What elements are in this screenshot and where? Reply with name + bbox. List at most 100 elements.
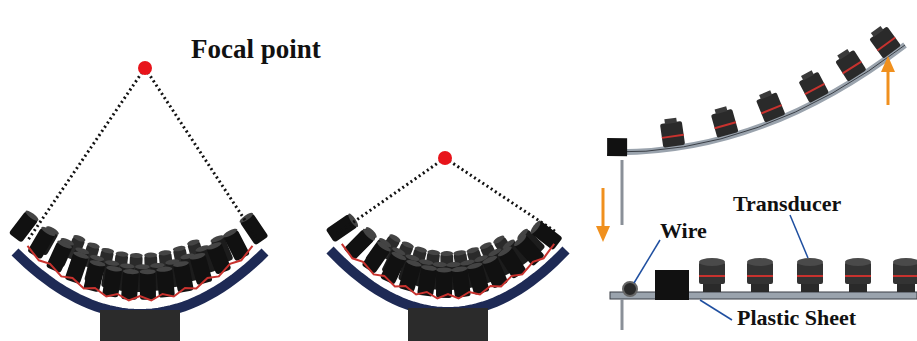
part-label: Wire: [660, 220, 707, 242]
transducer-unit: [659, 117, 685, 148]
red-stripe: [699, 275, 725, 277]
connector-block: [655, 270, 689, 300]
transducer-cap: [513, 233, 528, 247]
red-stripe: [662, 135, 684, 138]
transducer-cap: [105, 259, 120, 266]
transducer-body: [660, 121, 685, 148]
transducer-cap: [699, 258, 725, 266]
transducer-cap: [801, 70, 814, 80]
transducer-unit: [156, 266, 175, 298]
arrow-head: [596, 226, 610, 242]
part-label: Transducer: [733, 193, 841, 215]
mount-base: [100, 310, 180, 341]
red-stripe: [893, 275, 917, 277]
transducer-cap: [123, 269, 139, 275]
transducer-cap: [144, 252, 157, 257]
transducer-cap: [391, 250, 408, 261]
transducer-unit: [845, 258, 871, 292]
transducer-cap: [453, 249, 466, 256]
transducer-cap: [479, 241, 493, 251]
transducer-cap: [73, 250, 90, 260]
transducer-cap: [361, 227, 376, 242]
transducer-unit: [140, 269, 156, 300]
transducer-cap: [156, 266, 172, 273]
mount-base: [408, 308, 488, 341]
transducer-cap: [24, 209, 40, 223]
transducer-cap: [529, 219, 543, 235]
red-wire: [28, 246, 253, 301]
transducer-unit: [206, 241, 232, 275]
leader-line: [790, 215, 808, 258]
sheet-edge: [608, 45, 905, 152]
transducer-cap: [388, 233, 402, 244]
transducer-cap: [492, 234, 505, 245]
transducer-unit: [699, 258, 725, 292]
transducer-unit: [102, 265, 122, 298]
transducer-unit: [710, 105, 739, 138]
transducer-cap: [837, 49, 850, 60]
transducer-unit: [833, 46, 867, 81]
wire: [621, 160, 624, 225]
transducer-cap: [446, 262, 461, 268]
transducer-cap: [135, 264, 149, 269]
transducer-body: [711, 109, 739, 138]
focal-point-label: Focal point: [191, 36, 321, 63]
transducer-cap: [466, 261, 483, 270]
leader-line: [634, 240, 660, 283]
plastic-sheet-bent: [608, 45, 905, 152]
transducer-cap: [89, 259, 106, 268]
transducer-cap: [140, 269, 156, 274]
transducer-unit: [607, 138, 627, 156]
transducer-cap: [664, 118, 677, 125]
transducer-cap: [101, 247, 115, 254]
transducer-cap: [56, 239, 73, 250]
transducer-cap: [871, 26, 884, 37]
transducer-cap: [497, 245, 513, 258]
transducer-cap: [186, 238, 200, 246]
red-wire: [342, 244, 554, 299]
transducer-cap: [238, 211, 254, 224]
transducer-cap: [845, 258, 871, 266]
transducer-cap: [433, 262, 448, 268]
transducer-cap: [106, 265, 123, 272]
transducer-cap: [222, 227, 239, 239]
wire: [621, 299, 624, 330]
transducer-cap: [376, 240, 392, 253]
transducer-body: [835, 50, 866, 82]
transducer-unit: [797, 68, 830, 103]
transducer-body: [102, 268, 122, 298]
transducer-cap: [401, 240, 415, 250]
transducer-cap: [158, 250, 171, 256]
transducer-unit: [867, 23, 901, 59]
connector-block: [607, 138, 627, 156]
transducer-cap: [436, 267, 452, 272]
arrow-head: [881, 56, 895, 72]
focus-line: [335, 158, 445, 235]
transducer-cap: [173, 260, 190, 268]
transducer-unit: [222, 227, 250, 261]
transducer-cap: [87, 241, 101, 249]
transducer-cap: [466, 246, 480, 254]
red-stripe: [845, 275, 871, 277]
transducer-unit: [121, 269, 139, 301]
transducer-cap: [115, 251, 128, 258]
transducer-cap: [893, 258, 917, 266]
focus-line: [445, 158, 556, 232]
transducer-unit: [797, 258, 823, 292]
transducer-cap: [715, 106, 728, 114]
transducer-body: [140, 272, 156, 300]
transducer-body: [121, 271, 139, 300]
transducer-unit: [189, 252, 213, 286]
transducer-cap: [414, 245, 428, 253]
transducer-cap: [130, 253, 143, 259]
transducer-cap: [172, 245, 186, 252]
transducer-body: [869, 26, 901, 58]
transducer-cap: [440, 251, 453, 256]
transducer-cap: [481, 254, 498, 265]
red-stripe: [805, 84, 824, 94]
leader-line: [700, 300, 732, 320]
transducer-cap: [206, 241, 223, 251]
focus-line: [28, 68, 145, 240]
